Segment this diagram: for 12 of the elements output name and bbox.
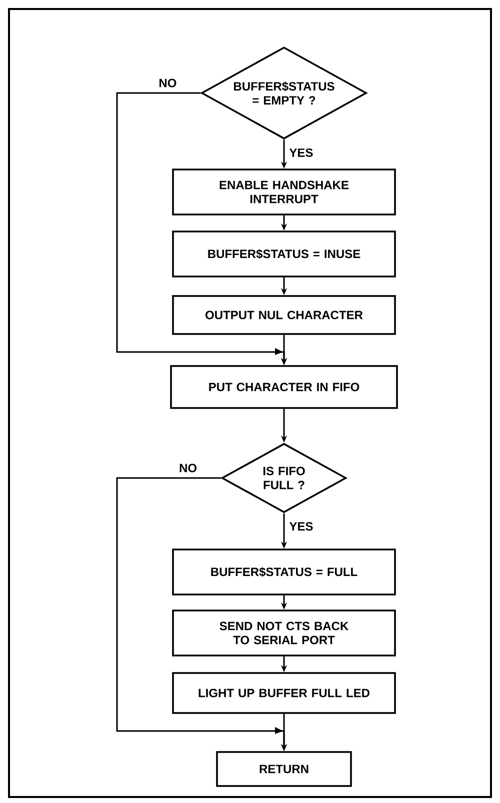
process-box: PUT CHARACTER IN FIFO: [170, 365, 398, 409]
process-box: BUFFER$STATUS = INUSE: [172, 230, 396, 278]
process-box: LIGHT UP BUFFER FULL LED: [172, 672, 396, 714]
edge-label: YES: [288, 147, 314, 158]
process-box: ENABLE HANDSHAKE INTERRUPT: [172, 168, 396, 216]
process-box: SEND NOT CTS BACK TO SERIAL PORT: [172, 610, 396, 656]
edge-label: NO: [178, 462, 198, 474]
edge-label: NO: [158, 78, 178, 88]
edge-label: YES: [288, 521, 314, 532]
process-box: RETURN: [216, 751, 352, 787]
process-box: OUTPUT NUL CHARACTER: [172, 295, 396, 335]
process-box: BUFFER$STATUS = FULL: [172, 548, 396, 596]
